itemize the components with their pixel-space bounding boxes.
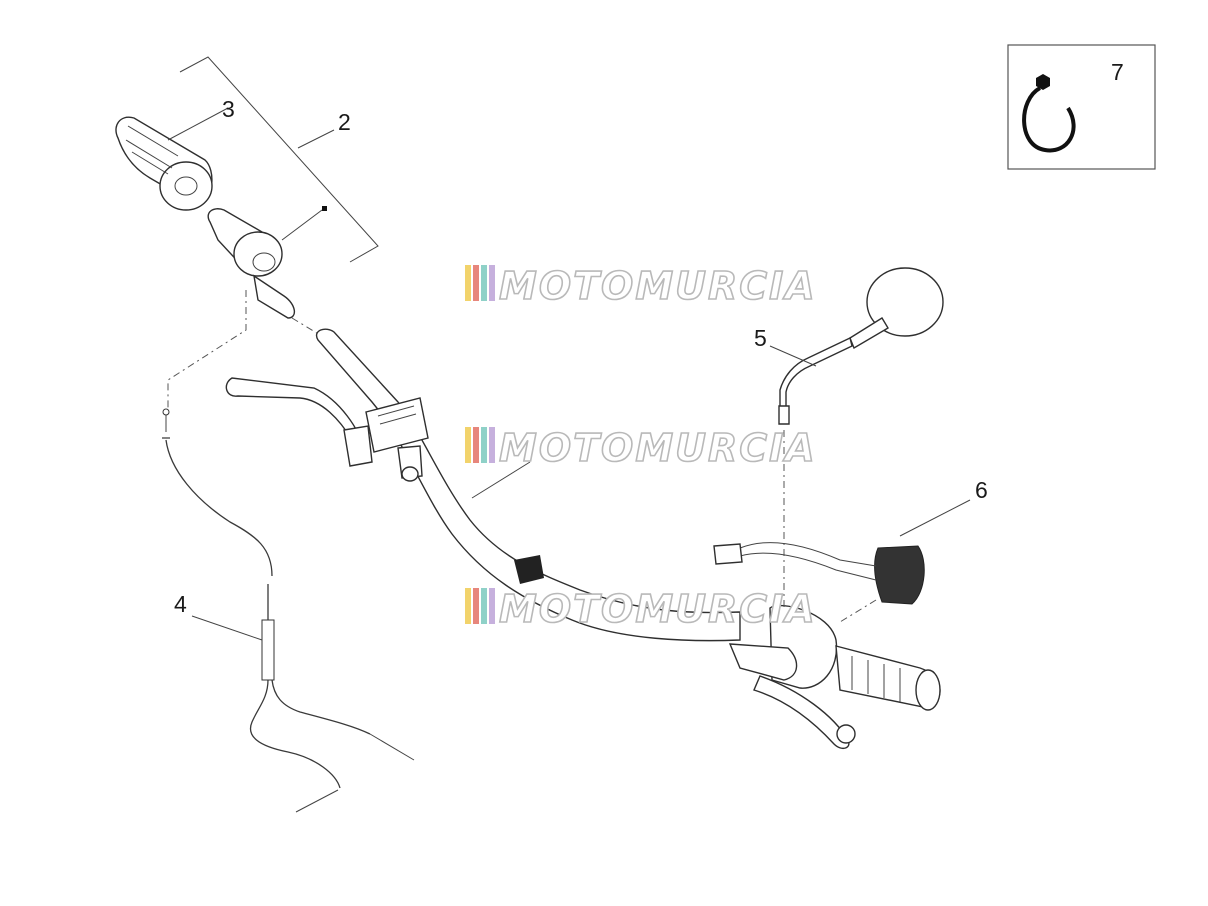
mirror: 5 bbox=[754, 267, 944, 610]
inset-box-clamp: 7 bbox=[1007, 44, 1156, 170]
watermark-text: MOTOMURCIA bbox=[499, 587, 817, 631]
throttle-grip-assembly: 2 3 bbox=[115, 56, 379, 410]
throttle-cable: 4 bbox=[162, 408, 415, 813]
watermark-2: MOTOMURCIA bbox=[465, 425, 817, 471]
right-control-assembly bbox=[728, 604, 941, 750]
callout-6: 6 bbox=[975, 477, 988, 503]
watermark-text: MOTOMURCIA bbox=[499, 426, 817, 470]
handlebar-tube bbox=[315, 328, 741, 642]
watermark-text: MOTOMURCIA bbox=[499, 264, 817, 308]
watermark-1: MOTOMURCIA bbox=[465, 263, 817, 309]
callout-7: 7 bbox=[1111, 59, 1124, 85]
callout-4: 4 bbox=[174, 591, 187, 617]
handlebar-switch: 6 bbox=[713, 477, 988, 623]
callout-5: 5 bbox=[754, 325, 767, 351]
callout-3: 3 bbox=[222, 96, 235, 122]
left-brake-lever bbox=[225, 377, 429, 482]
watermark-3: MOTOMURCIA bbox=[465, 586, 817, 632]
callout-2: 2 bbox=[338, 109, 351, 135]
